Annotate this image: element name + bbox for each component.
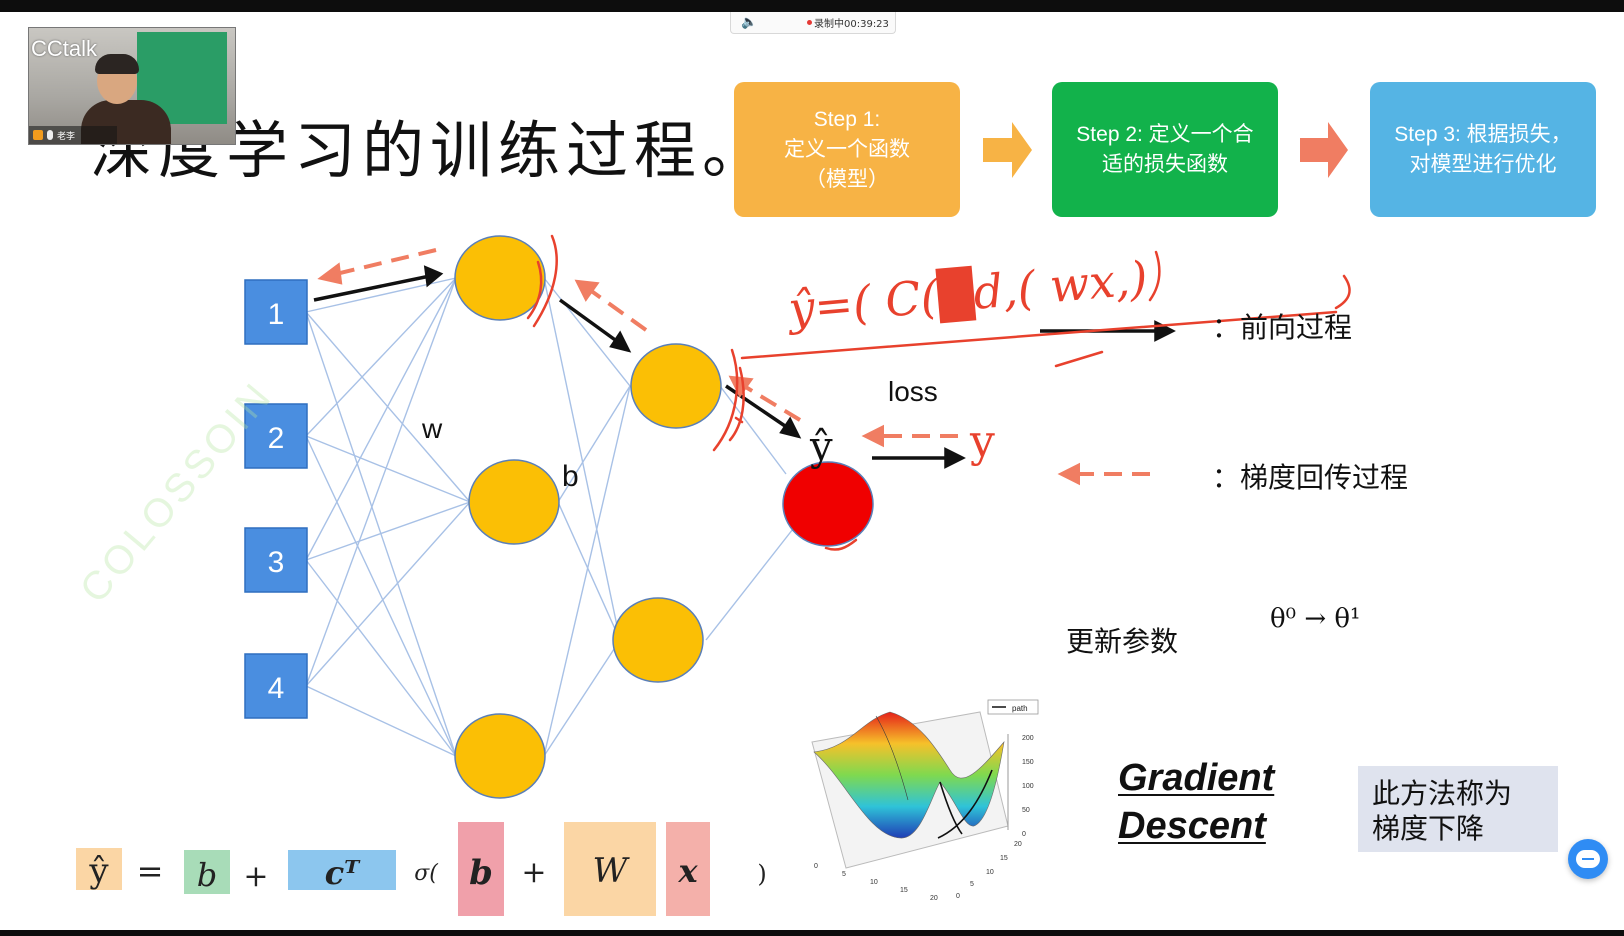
- cctalk-logo: CCtalk: [31, 36, 98, 61]
- output-node: [782, 461, 874, 547]
- plot-x-tick-2: 10: [870, 879, 878, 886]
- step-1-line-3: （模型）: [805, 167, 889, 191]
- input-node-1: 1: [268, 298, 285, 331]
- formula-equals: =: [137, 852, 164, 890]
- handwritten-formula: ŷ=( C(█d,( wx,): [784, 250, 1150, 337]
- plot-y-tick-0: 20: [1014, 841, 1022, 848]
- step-1-box: Step 1: 定义一个函数 （模型）: [734, 82, 960, 217]
- plot-y-tick-1: 15: [1000, 855, 1008, 862]
- weight-label: w: [421, 413, 443, 444]
- formula-W: W: [593, 851, 631, 891]
- formula-text: ŷ = b + cᵀ σ( b + W x ): [88, 851, 766, 894]
- target-y-label: y: [969, 416, 995, 467]
- top-window-bar: [0, 0, 1624, 12]
- formula-plus-2: +: [521, 855, 546, 890]
- formula-b: b: [197, 856, 217, 894]
- plot-legend-label: path: [1012, 704, 1028, 713]
- gradient-descent-title: Gradient Descent: [1118, 754, 1274, 850]
- gradient-descent-note: 此方法称为 梯度下降: [1358, 766, 1558, 852]
- plot-z-tick-4: 0: [1022, 831, 1026, 838]
- formula-boxes: [76, 822, 710, 916]
- webcam-footer: 老李: [29, 126, 117, 144]
- plot-x-tick-0: 0: [814, 863, 818, 870]
- plot-z-tick-1: 150: [1022, 759, 1034, 766]
- formula-cT: cᵀ: [325, 854, 361, 892]
- presenter-hair: [95, 54, 139, 74]
- input-node-4: 4: [268, 672, 285, 705]
- note-line-2: 梯度下降: [1372, 812, 1485, 845]
- plot-z-tick-0: 200: [1022, 735, 1034, 742]
- plot-x-tick-3: 15: [900, 887, 908, 894]
- plot-z-tick-3: 50: [1022, 807, 1030, 814]
- plot-x-tick-4: 20: [930, 895, 938, 902]
- gradient-descent-line-1: Gradient: [1118, 757, 1275, 799]
- formula-plus-1: +: [243, 859, 268, 894]
- plot-y-tick-3: 5: [970, 881, 974, 888]
- loss-label: loss: [888, 376, 938, 407]
- webcam-overlay[interactable]: CCtalk 老李: [28, 27, 236, 145]
- recording-status: 录制中00:39:23: [814, 19, 889, 30]
- step-2-line-1: Step 2: 定义一个合: [1076, 122, 1254, 146]
- forward-arrows: [313, 265, 1176, 469]
- formula-sigma: σ(: [414, 861, 438, 886]
- speaker-icon[interactable]: 🔈: [741, 15, 758, 30]
- step-3-box: Step 3: 根据损失， 对模型进行优化: [1370, 82, 1596, 217]
- gradient-descent-line-2: Descent: [1118, 805, 1266, 847]
- mic-icon: [47, 130, 53, 140]
- input-node-2: 2: [268, 422, 285, 455]
- formula-x: x: [677, 852, 698, 890]
- step-arrow-2-icon: [1300, 122, 1348, 178]
- chat-bubble-icon: [1576, 850, 1600, 868]
- chat-button[interactable]: [1568, 839, 1608, 879]
- step-2-line-2: 适的损失函数: [1102, 152, 1228, 176]
- formula-b-vector: b: [469, 853, 493, 893]
- step-arrow-1-icon: [983, 122, 1032, 178]
- formula-close-paren: ): [757, 860, 766, 888]
- formula-yhat: ŷ: [88, 851, 109, 891]
- input-layer: 1 2 3 4: [244, 279, 308, 719]
- input-node-3: 3: [268, 546, 285, 579]
- recording-dot-icon: [807, 20, 812, 25]
- surface-plot: path 200 150 100 50 0 0 5 10 15 20 20 15…: [811, 699, 1039, 902]
- plot-y-tick-2: 10: [986, 869, 994, 876]
- note-line-1: 此方法称为: [1372, 777, 1513, 810]
- output-yhat-label: ŷ: [809, 424, 833, 470]
- bias-label: b: [562, 460, 579, 493]
- step-3-line-2: 对模型进行优化: [1409, 152, 1557, 176]
- plot-x-tick-1: 5: [842, 871, 846, 878]
- step-1-line-2: 定义一个函数: [784, 137, 910, 161]
- theta-update: θ⁰ → θ¹: [1270, 604, 1361, 634]
- plot-y-tick-4: 0: [956, 893, 960, 900]
- backward-process-label: ：梯度回传过程: [1212, 462, 1409, 493]
- plot-z-tick-2: 100: [1022, 783, 1034, 790]
- bottom-window-bar: [0, 930, 1624, 936]
- update-params-label: 更新参数: [1066, 626, 1179, 657]
- step-2-box: Step 2: 定义一个合 适的损失函数: [1052, 82, 1278, 217]
- webcam-user-label: 老李: [57, 131, 76, 142]
- hidden-layers: [454, 235, 722, 799]
- forward-process-label: ：前向过程: [1212, 312, 1353, 343]
- step-3-line-1: Step 3: 根据损失，: [1394, 122, 1572, 146]
- weight-connections: [305, 277, 801, 757]
- handwritten-annotations: [526, 234, 1351, 551]
- step-1-line-1: Step 1:: [813, 107, 881, 131]
- user-icon: [33, 130, 43, 140]
- recording-indicator[interactable]: 🔈 录制中00:39:23: [730, 12, 896, 34]
